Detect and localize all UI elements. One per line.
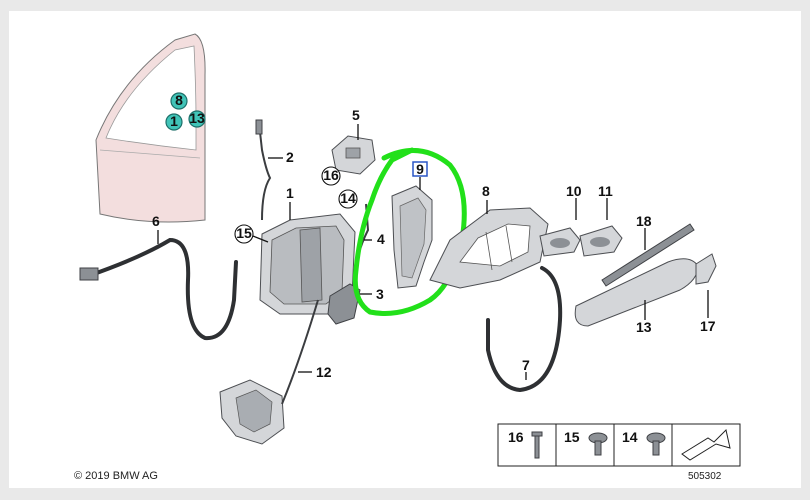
selected-box-9 — [412, 161, 428, 177]
part-13-handle — [574, 258, 699, 327]
copyright: © 2019 BMW AG — [74, 470, 158, 482]
door-callout-13: 13 — [189, 110, 205, 126]
label-16: 16 — [323, 167, 339, 183]
part-2-rod — [255, 119, 283, 221]
part-8-carrier — [429, 200, 549, 289]
label-6: 6 — [152, 213, 160, 229]
label-13: 13 — [636, 319, 652, 335]
legend-14: 14 — [622, 429, 638, 445]
label-12: 12 — [316, 364, 332, 380]
part-11-bezel — [579, 198, 623, 257]
label-8: 8 — [482, 183, 490, 199]
part-7-cable — [486, 266, 563, 393]
label-11: 11 — [598, 183, 613, 199]
label-3: 3 — [376, 286, 384, 302]
part-18-strip — [601, 223, 695, 287]
part-10-bezel — [539, 198, 581, 257]
screw-legend: 16 15 14 — [497, 423, 741, 467]
label-2: 2 — [286, 149, 294, 165]
label-7: 7 — [522, 357, 530, 373]
label-4: 4 — [377, 231, 385, 247]
highlight-loop — [352, 147, 467, 316]
label-1: 1 — [286, 185, 294, 201]
label-10: 10 — [566, 183, 582, 199]
label-17: 17 — [700, 318, 716, 334]
label-15: 15 — [236, 225, 252, 241]
part-6-cable — [79, 230, 238, 341]
door-callout-1: 1 — [170, 113, 178, 129]
legend-16: 16 — [508, 429, 524, 445]
part-3-bracket — [327, 283, 372, 325]
label-9: 9 — [416, 161, 424, 177]
label-14: 14 — [340, 190, 356, 206]
label-18: 18 — [636, 213, 652, 229]
door-callouts: 8 1 13 — [165, 92, 206, 131]
diagram-number: 505302 — [688, 471, 722, 482]
part-17-cap — [695, 253, 717, 318]
door-callout-8: 8 — [175, 92, 183, 108]
part-5-striker — [331, 124, 376, 175]
legend-15: 15 — [564, 429, 580, 445]
door-outline — [95, 33, 206, 223]
label-5: 5 — [352, 107, 360, 123]
part-12-actuator — [219, 299, 319, 445]
direction-arrow-icon — [681, 429, 731, 461]
part-9-cover — [391, 185, 433, 289]
